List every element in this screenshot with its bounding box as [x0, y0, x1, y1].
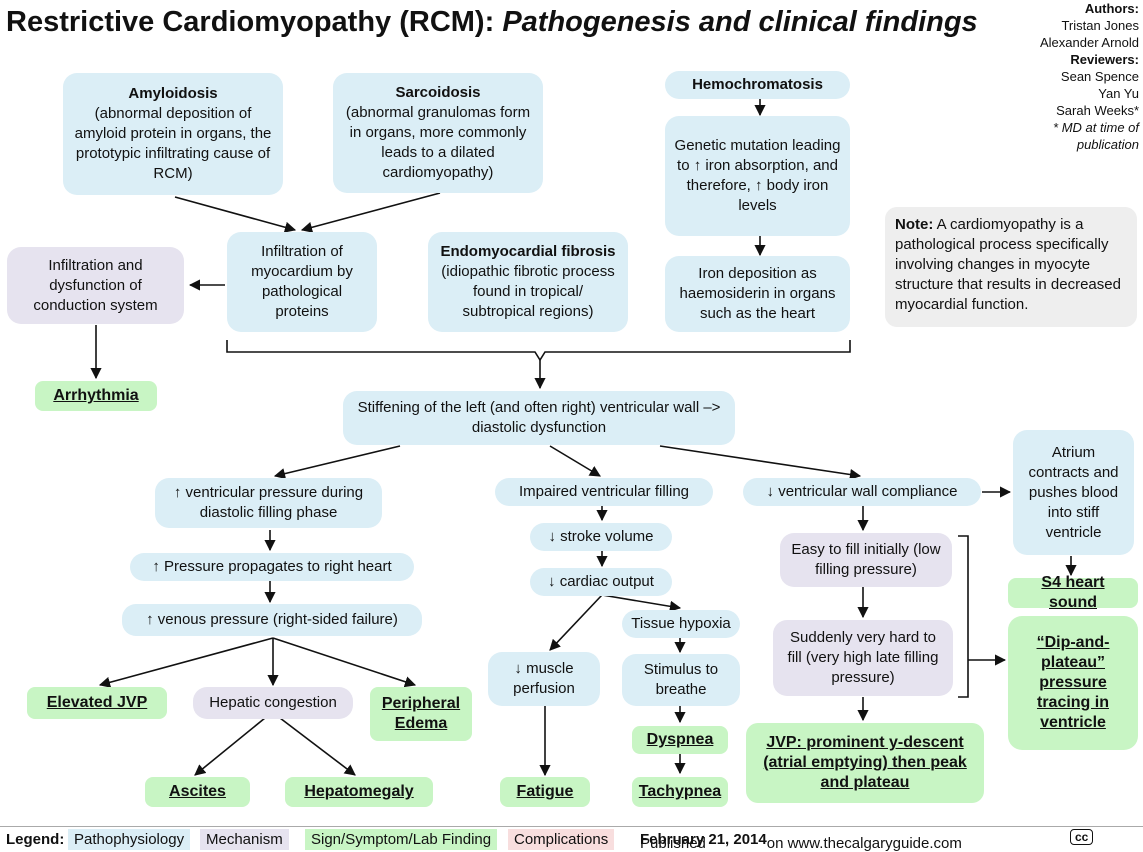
jvp-descent-box: JVP: prominent y-descent (atrial emptyin… [746, 723, 984, 803]
reviewers-label: Reviewers: [1070, 52, 1139, 67]
authors-label: Authors: [1084, 1, 1139, 16]
amyloidosis-desc: (abnormal deposition of amyloid protein … [74, 105, 272, 182]
note-box: Note: A cardiomyopathy is a pathological… [885, 207, 1137, 327]
stroke-volume-box: ↓ stroke volume [530, 523, 672, 551]
peripheral-edema-box: Peripheral Edema [370, 687, 472, 741]
venous-pressure-box: ↑ venous pressure (right-sided failure) [122, 604, 422, 636]
sarcoidosis-box: Sarcoidosis (abnormal granulomas form in… [333, 73, 543, 193]
amyloidosis-box: Amyloidosis (abnormal deposition of amyl… [63, 73, 283, 195]
endomyocardial-fibrosis-box: Endomyocardial fibrosis (idiopathic fibr… [428, 232, 628, 332]
reviewer-name: Yan Yu [1098, 86, 1139, 101]
reviewer-name: Sean Spence [1060, 69, 1139, 84]
legend-mechanism: Mechanism [200, 829, 289, 850]
reviewer-name: Sarah Weeks* [1056, 103, 1139, 118]
arrhythmia-box: Arrhythmia [35, 381, 157, 411]
amyloidosis-title: Amyloidosis [128, 85, 218, 102]
published-prefix: Published [640, 835, 706, 852]
author-name: Alexander Arnold [1039, 35, 1139, 50]
sarcoidosis-title: Sarcoidosis [395, 84, 481, 101]
published-text: Published February 21, 2014 on www.theca… [640, 831, 962, 852]
pressure-right-heart-box: ↑ Pressure propagates to right heart [130, 553, 414, 581]
title-sub: Pathogenesis and clinical findings [502, 6, 978, 38]
legend-sign: Sign/Symptom/Lab Finding [305, 829, 498, 850]
ascites-box: Ascites [145, 777, 250, 807]
hard-fill-box: Suddenly very hard to fill (very high la… [773, 620, 953, 696]
authors-block: Authors: Tristan Jones Alexander Arnold … [1040, 0, 1139, 153]
impaired-filling-box: Impaired ventricular filling [495, 478, 713, 506]
dyspnea-box: Dyspnea [632, 726, 728, 754]
stiffening-box: Stiffening of the left (and often right)… [343, 391, 735, 445]
infiltration-myocardium-box: Infiltration of myocardium by pathologic… [227, 232, 377, 332]
easy-fill-box: Easy to fill initially (low filling pres… [780, 533, 952, 587]
legend-complications: Complications [508, 829, 615, 850]
note-text: A cardiomyopathy is a pathological proce… [895, 216, 1121, 313]
creative-commons-icon: cc [1070, 829, 1094, 845]
conduction-system-box: Infiltration and dysfunction of conducti… [7, 247, 184, 324]
endo-desc: (idiopathic fibrotic process found in tr… [441, 263, 615, 320]
iron-deposition-box: Iron deposition as haemosiderin in organ… [665, 256, 850, 332]
legend-pathophysiology: Pathophysiology [68, 829, 191, 850]
s4-heart-sound-box: S4 heart sound [1008, 574, 1138, 611]
title-main: Restrictive Cardiomyopathy (RCM): [6, 6, 503, 38]
published-date: February 21, 2014 [640, 831, 767, 848]
hepatic-congestion-box: Hepatic congestion [193, 687, 353, 719]
fatigue-box: Fatigue [500, 777, 590, 807]
note-label: Note: [895, 216, 934, 233]
genetic-mutation-box: Genetic mutation leading to ↑ iron absor… [665, 116, 850, 236]
sarcoidosis-desc: (abnormal granulomas form in organs, mor… [345, 104, 531, 181]
elevated-jvp-box: Elevated JVP [27, 687, 167, 719]
stimulus-breathe-box: Stimulus to breathe [622, 654, 740, 706]
author-name: Tristan Jones [1061, 18, 1139, 33]
atrium-box: Atrium contracts and pushes blood into s… [1013, 430, 1134, 555]
page-title: Restrictive Cardiomyopathy (RCM): Pathog… [6, 2, 978, 42]
footnote: * MD at time of [1053, 120, 1139, 135]
footnote: publication [1076, 137, 1139, 152]
tissue-hypoxia-box: Tissue hypoxia [622, 610, 740, 638]
cardiac-output-box: ↓ cardiac output [530, 568, 672, 596]
published-suffix: on www.thecalgaryguide.com [766, 835, 962, 852]
endo-title: Endomyocardial fibrosis [440, 243, 616, 260]
hemochromatosis-box: Hemochromatosis [665, 71, 850, 99]
legend-label: Legend: [6, 831, 65, 848]
tachypnea-box: Tachypnea [632, 777, 728, 807]
hepatomegaly-box: Hepatomegaly [285, 777, 433, 807]
muscle-perfusion-box: ↓ muscle perfusion [488, 652, 600, 706]
legend: Legend: Pathophysiology Mechanism Sign/S… [0, 826, 1143, 852]
wall-compliance-box: ↓ ventricular wall compliance [743, 478, 981, 506]
dip-plateau-box: “Dip-and-plateau” pressure tracing in ve… [1008, 616, 1138, 750]
ventricular-pressure-box: ↑ ventricular pressure during diastolic … [155, 478, 382, 528]
